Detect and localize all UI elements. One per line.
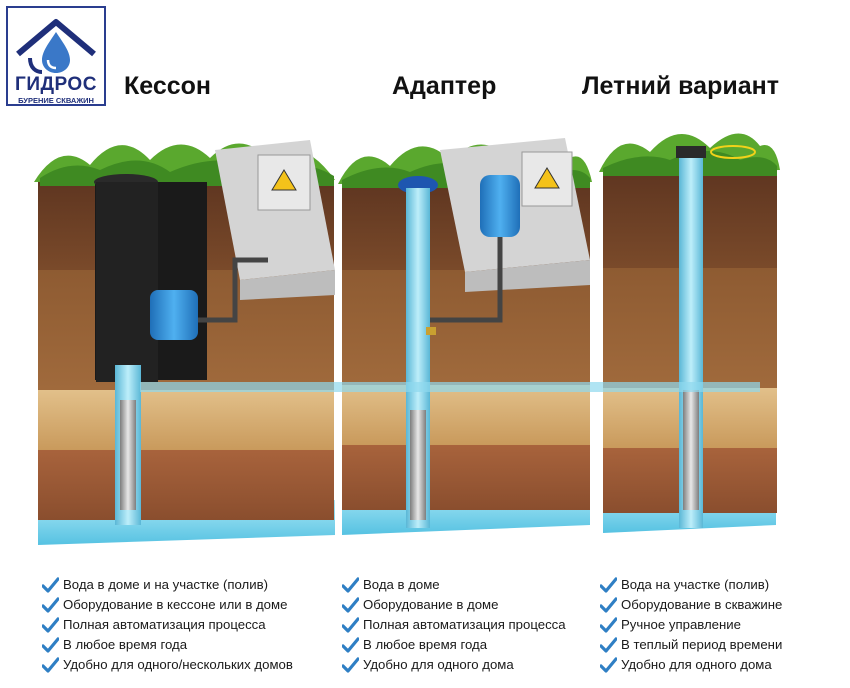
logo-subtitle: БУРЕНИЕ СКВАЖИН	[18, 96, 94, 105]
feature-text: Удобно для одного дома	[621, 657, 772, 672]
check-icon	[342, 597, 359, 613]
check-icon	[42, 657, 59, 673]
well-illustration	[34, 133, 780, 545]
submersible-pump	[120, 400, 136, 510]
list-item: В теплый период времени	[600, 635, 782, 655]
garden-hose	[710, 145, 756, 159]
clay-layer	[38, 450, 334, 520]
feature-list-summer: Вода на участке (полив) Оборудование в с…	[600, 575, 782, 675]
adapter-scene	[338, 138, 592, 535]
house-drop-logo-icon	[16, 19, 96, 74]
check-icon	[42, 577, 59, 593]
clay-layer	[342, 445, 590, 510]
list-item: Оборудование в кессоне или в доме	[42, 595, 293, 615]
feature-text: Удобно для одного дома	[363, 657, 514, 672]
logo-name: ГИДРОС	[15, 74, 97, 95]
submersible-pump	[683, 390, 699, 510]
list-item: Удобно для одного дома	[342, 655, 566, 675]
feature-text: Удобно для одного/нескольких домов	[63, 657, 293, 672]
list-item: Оборудование в скважине	[600, 595, 782, 615]
column-title-adapter: Адаптер	[392, 72, 497, 100]
feature-text: Полная автоматизация процесса	[363, 617, 566, 632]
check-icon	[342, 617, 359, 633]
check-icon	[342, 577, 359, 593]
company-logo: ГИДРОС БУРЕНИЕ СКВАЖИН	[6, 6, 106, 106]
submersible-pump	[410, 410, 426, 520]
sand-layer	[38, 390, 334, 450]
column-title-caisson: Кессон	[124, 72, 212, 100]
list-item: Вода в доме и на участке (полив)	[42, 575, 293, 595]
check-icon	[42, 637, 59, 653]
feature-text: Ручное управление	[621, 617, 741, 632]
list-item: Удобно для одного дома	[600, 655, 782, 675]
feature-text: Оборудование в кессоне или в доме	[63, 597, 288, 612]
summer-scene	[599, 133, 780, 533]
check-icon	[42, 617, 59, 633]
caisson-scene	[34, 140, 335, 545]
groundwater-level	[140, 382, 760, 392]
pressure-tank	[480, 175, 520, 237]
feature-text: Полная автоматизация процесса	[63, 617, 266, 632]
check-icon	[342, 657, 359, 673]
feature-text: Оборудование в доме	[363, 597, 499, 612]
sand-layer	[342, 385, 590, 445]
list-item: В любое время года	[342, 635, 566, 655]
list-item: Вода на участке (полив)	[600, 575, 782, 595]
check-icon	[600, 657, 617, 673]
check-icon	[600, 617, 617, 633]
check-icon	[600, 577, 617, 593]
adapter-fitting	[426, 327, 436, 335]
feature-text: Вода в доме и на участке (полив)	[63, 577, 268, 592]
check-icon	[342, 637, 359, 653]
feature-list-adapter: Вода в доме Оборудование в доме Полная а…	[342, 575, 566, 675]
feature-text: В любое время года	[363, 637, 488, 652]
list-item: Оборудование в доме	[342, 595, 566, 615]
feature-text: В теплый период времени	[621, 637, 783, 652]
feature-text: В любое время года	[63, 637, 188, 652]
electric-warning-icon	[534, 167, 560, 189]
feature-list-caisson: Вода в доме и на участке (полив) Оборудо…	[42, 575, 293, 675]
check-icon	[42, 597, 59, 613]
well-cap	[676, 146, 706, 158]
list-item: Полная автоматизация процесса	[42, 615, 293, 635]
electric-warning-icon	[271, 169, 297, 191]
feature-text: Оборудование в скважине	[621, 597, 783, 612]
list-item: Ручное управление	[600, 615, 782, 635]
feature-text: Вода в доме	[363, 577, 440, 592]
list-item: Вода в доме	[342, 575, 566, 595]
check-icon	[600, 637, 617, 653]
check-icon	[600, 597, 617, 613]
feature-text: Вода на участке (полив)	[621, 577, 770, 592]
column-title-summer: Летний вариант	[582, 72, 779, 100]
list-item: Удобно для одного/нескольких домов	[42, 655, 293, 675]
pressure-tank	[150, 290, 198, 340]
list-item: Полная автоматизация процесса	[342, 615, 566, 635]
list-item: В любое время года	[42, 635, 293, 655]
